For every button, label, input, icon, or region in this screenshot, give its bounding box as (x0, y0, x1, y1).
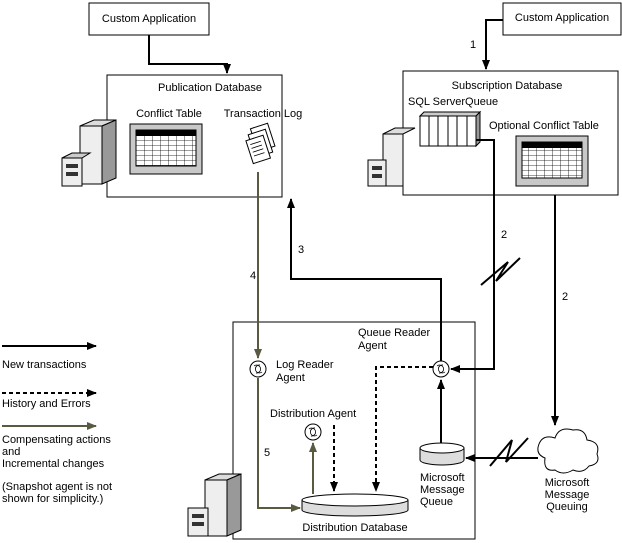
transaction-log-icon (245, 122, 276, 165)
distributor-server-icon (187, 473, 242, 537)
step-4-label: 4 (250, 270, 256, 282)
publication-database-box: Publication Database Conflict Table Tran… (106, 74, 302, 198)
queue-reader-agent-icon (432, 360, 450, 378)
step-2-right-label: 2 (562, 291, 568, 303)
message-queuing-label-2: Message (545, 489, 590, 501)
step-1-label: 1 (470, 39, 476, 51)
message-queue-label-2: Message (420, 484, 465, 496)
transaction-log-label: Transaction Log (224, 108, 302, 120)
sql-server-queue-icon (418, 110, 482, 148)
message-queue-label-3: Queue (420, 496, 453, 508)
arrow-sqlqueue-to-queue-reader (450, 139, 495, 373)
custom-application-left: Custom Application (88, 2, 210, 36)
legend-new-transactions: New transactions (2, 359, 87, 371)
network-lightning-1 (480, 257, 521, 286)
queue-reader-label-2: Agent (358, 340, 387, 352)
distribution-agent-icon (304, 423, 322, 441)
dashed-queue-reader-to-distribution-db (372, 366, 433, 492)
arrow-queue-reader-to-publication (287, 198, 442, 361)
publication-database-title: Publication Database (158, 82, 262, 94)
step-5-label: 5 (264, 447, 270, 459)
legend-note-2: shown for simplicity.) (2, 493, 103, 505)
publisher-server-icon (61, 119, 117, 187)
log-reader-agent-icon (249, 360, 267, 378)
legend-note-1: (Snapshot agent is not (2, 481, 112, 493)
network-lightning-2 (489, 437, 529, 467)
message-queuing-label-1: Microsoft (545, 477, 590, 489)
step-3-label: 3 (298, 244, 304, 256)
step-2-left-label: 2 (501, 229, 507, 241)
message-queuing-cloud-icon: Microsoft Message Queuing (537, 428, 599, 513)
subscriber-server-icon (367, 127, 416, 187)
sql-server-queue-label: SQL ServerQueue (408, 96, 498, 108)
legend-compensating-3: Incremental changes (2, 458, 105, 470)
legend-compensating-1: Compensating actions (2, 434, 111, 446)
subscription-database-box: Subscription Database SQL ServerQueue Op… (402, 70, 619, 196)
message-queue-cylinder: Microsoft Message Queue (419, 442, 465, 508)
arrow-log-reader-to-distribution-db (257, 378, 301, 512)
distributor-box: Queue Reader Agent Log Reader Agent Dist… (232, 321, 476, 540)
message-queue-label-1: Microsoft (420, 472, 465, 484)
optional-conflict-table-label: Optional Conflict Table (489, 120, 599, 132)
legend-compensating-2: and (2, 446, 20, 458)
conflict-table-icon (129, 123, 203, 175)
custom-application-right: Custom Application (502, 2, 622, 36)
log-reader-label-1: Log Reader (276, 359, 334, 371)
arrow-app-to-publication (148, 35, 231, 74)
custom-application-left-label: Custom Application (102, 13, 196, 25)
subscription-database-title: Subscription Database (452, 80, 563, 92)
arrow-app-to-subscription (482, 19, 503, 70)
custom-application-right-label: Custom Application (515, 12, 609, 24)
distribution-database-label: Distribution Database (302, 522, 407, 534)
message-queuing-label-3: Queuing (546, 501, 588, 513)
legend: New transactions History and Errors Comp… (2, 342, 112, 505)
distribution-database-cylinder (301, 493, 409, 517)
queue-reader-label-1: Queue Reader (358, 327, 430, 339)
log-reader-label-2: Agent (276, 372, 305, 384)
distribution-agent-label: Distribution Agent (270, 408, 356, 420)
optional-conflict-table-icon (515, 135, 589, 187)
legend-history-errors: History and Errors (2, 398, 91, 410)
conflict-table-label: Conflict Table (136, 108, 202, 120)
